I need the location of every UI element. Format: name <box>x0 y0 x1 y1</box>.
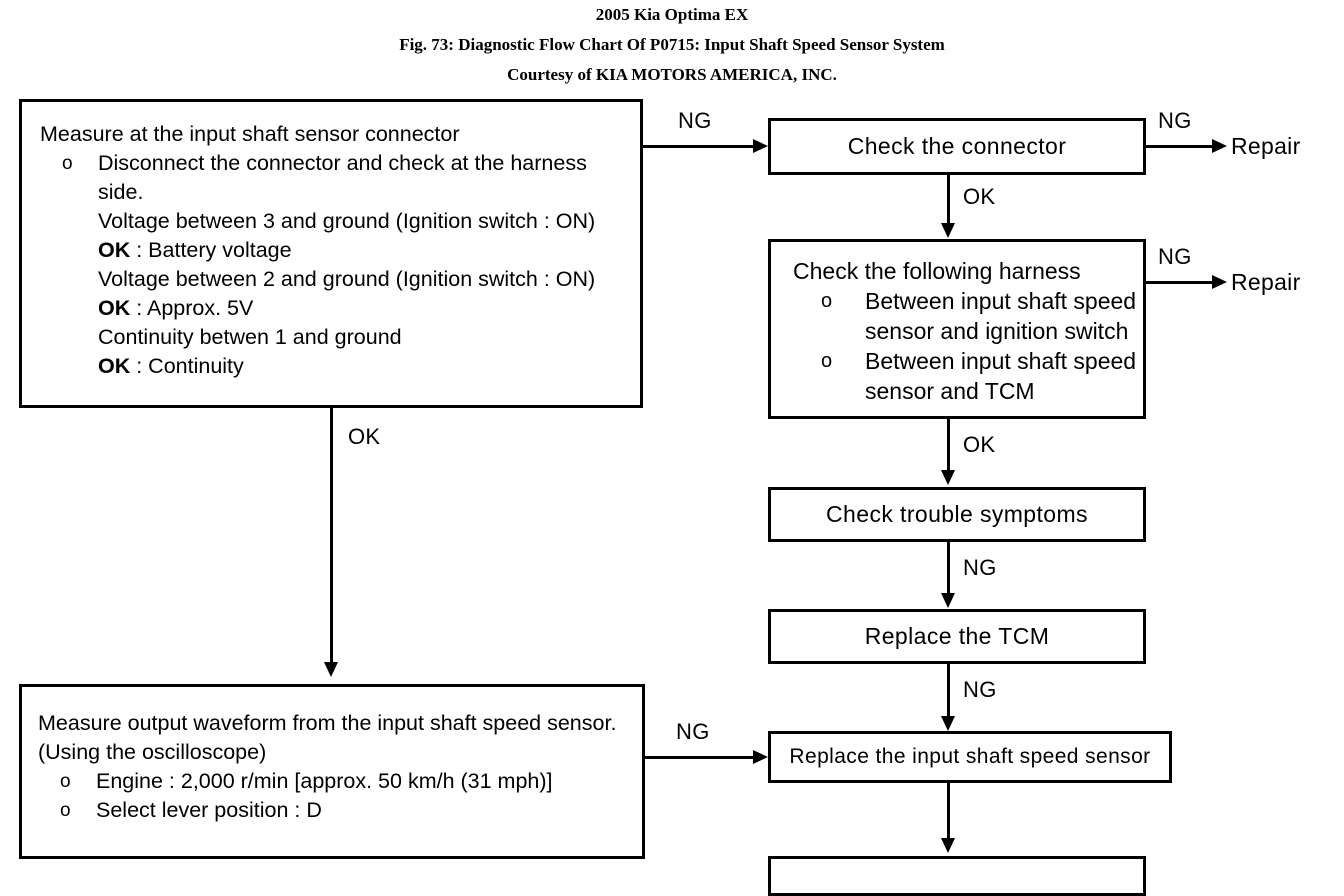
page-header: 2005 Kia Optima EX Fig. 73: Diagnostic F… <box>0 0 1344 90</box>
connector-check-connector-to-repair <box>1146 145 1214 148</box>
ok-5v-value: : Approx. 5V <box>130 296 254 320</box>
edge-label-ng-5: NG <box>963 677 997 702</box>
waveform-line-2: (Using the oscilloscope) <box>38 740 267 764</box>
arrowhead-down <box>941 223 955 238</box>
bullet-icon: o <box>60 771 71 792</box>
edge-label-ok-2: OK <box>963 432 996 457</box>
connector-waveform-to-replace-sensor <box>645 756 753 759</box>
measure-continuity: Continuity betwen 1 and ground <box>98 325 402 349</box>
node-replace-input-shaft-speed-sensor-label: Replace the input shaft speed sensor <box>789 745 1151 768</box>
node-replace-the-tcm-body: Replace the TCM <box>771 612 1143 661</box>
bullet-icon: o <box>821 290 833 312</box>
ok-continuity-value: : Continuity <box>130 354 244 378</box>
waveform-line-1: Measure output waveform from the input s… <box>38 711 617 735</box>
header-title-courtesy: Courtesy of KIA MOTORS AMERICA, INC. <box>507 65 837 84</box>
ok-battery-value: : Battery voltage <box>130 238 292 262</box>
connector-check-connector-to-harness <box>947 175 950 225</box>
harness-title: Check the following harness <box>793 258 1081 284</box>
harness-bullet-1-text: Between input shaft speed <box>865 288 1137 314</box>
edge-label-ok-1: OK <box>963 184 996 209</box>
connector-harness-to-repair <box>1146 281 1214 284</box>
node-check-trouble-symptoms-body: Check trouble symptoms <box>771 490 1143 539</box>
diagnostic-flow-chart: Measure at the input shaft sensor connec… <box>19 99 1301 896</box>
node-check-following-harness-body: Check the following harness o Between in… <box>771 242 1143 416</box>
waveform-bullet-2: o Select lever position : D <box>38 796 634 825</box>
measure-voltage-2: Voltage between 2 and ground (Ignition s… <box>98 267 596 291</box>
arrowhead-right <box>753 750 768 764</box>
node-check-trouble-symptoms[interactable]: Check trouble symptoms <box>768 487 1146 542</box>
node-check-the-connector-label: Check the connector <box>847 133 1067 159</box>
node-cutoff-bottom-body <box>771 859 1143 893</box>
bullet-icon: o <box>60 800 71 821</box>
harness-bullet-1-cont: sensor and ignition switch <box>865 318 1129 344</box>
arrowhead-right <box>1212 275 1227 289</box>
harness-bullet-1: o Between input shaft speed <box>793 286 1137 316</box>
node-replace-the-tcm-label: Replace the TCM <box>864 623 1050 649</box>
node-replace-the-tcm[interactable]: Replace the TCM <box>768 609 1146 664</box>
node-check-the-connector[interactable]: Check the connector <box>768 118 1146 175</box>
arrowhead-down <box>941 838 955 853</box>
harness-bullet-2: o Between input shaft speed <box>793 346 1137 376</box>
bullet-icon: o <box>821 350 833 372</box>
edge-label-ok-3: OK <box>348 424 381 449</box>
ok-keyword: OK <box>98 354 131 378</box>
connector-measure-to-check-connector <box>643 145 753 148</box>
bullet-icon: o <box>62 153 73 174</box>
header-title-vehicle: 2005 Kia Optima EX <box>595 5 749 24</box>
terminal-repair-2: Repair <box>1231 269 1301 295</box>
node-measure-output-waveform-body: Measure output waveform from the input s… <box>22 687 642 856</box>
harness-bullet-2-cont: sensor and TCM <box>865 378 1035 404</box>
node-check-following-harness[interactable]: Check the following harness o Between in… <box>768 239 1146 419</box>
node-check-the-connector-body: Check the connector <box>771 121 1143 172</box>
waveform-bullet-1-text: Engine : 2,000 r/min [approx. 50 km/h (3… <box>96 769 553 793</box>
node-measure-at-connector-body: Measure at the input shaft sensor connec… <box>22 102 640 405</box>
measure-bullet-1-text: Disconnect the connector and check at th… <box>98 151 587 175</box>
measure-voltage-3: Voltage between 3 and ground (Ignition s… <box>98 209 596 233</box>
ok-keyword: OK <box>98 238 131 262</box>
node-measure-output-waveform[interactable]: Measure output waveform from the input s… <box>19 684 645 859</box>
measure-title: Measure at the input shaft sensor connec… <box>40 122 460 146</box>
node-check-trouble-symptoms-label: Check trouble symptoms <box>826 501 1088 527</box>
measure-bullet-1: o Disconnect the connector and check at … <box>40 149 626 178</box>
connector-trouble-symptoms-to-replace-tcm <box>947 542 950 595</box>
terminal-repair-1: Repair <box>1231 133 1301 159</box>
measure-ok-battery: OK : Battery voltage <box>40 236 626 265</box>
node-replace-input-shaft-speed-sensor-body: Replace the input shaft speed sensor <box>771 734 1169 780</box>
edge-label-ng-4: NG <box>963 555 997 580</box>
harness-bullet-2-text: Between input shaft speed <box>865 348 1137 374</box>
waveform-bullet-1: o Engine : 2,000 r/min [approx. 50 km/h … <box>38 767 634 796</box>
connector-measure-to-waveform <box>330 408 333 664</box>
ok-keyword: OK <box>98 296 131 320</box>
waveform-bullet-2-text: Select lever position : D <box>96 798 322 822</box>
edge-label-ng-6: NG <box>676 719 710 744</box>
connector-harness-to-trouble-symptoms <box>947 419 950 472</box>
edge-label-ng-2: NG <box>1158 108 1192 133</box>
connector-replace-tcm-to-replace-sensor <box>947 664 950 718</box>
connector-replace-sensor-to-cutoff <box>947 783 950 840</box>
edge-label-ng-3: NG <box>1158 244 1192 269</box>
arrowhead-down <box>941 593 955 608</box>
measure-ok-continuity: OK : Continuity <box>40 352 626 381</box>
edge-label-ng-1: NG <box>678 108 712 133</box>
node-cutoff-bottom[interactable] <box>768 856 1146 896</box>
arrowhead-down <box>324 662 338 677</box>
arrowhead-right <box>1212 139 1227 153</box>
arrowhead-right <box>753 139 768 153</box>
node-measure-at-connector[interactable]: Measure at the input shaft sensor connec… <box>19 99 643 408</box>
arrowhead-down <box>941 470 955 485</box>
measure-bullet-1-cont: side. <box>98 180 144 204</box>
node-replace-input-shaft-speed-sensor[interactable]: Replace the input shaft speed sensor <box>768 731 1172 783</box>
measure-ok-5v: OK : Approx. 5V <box>40 294 626 323</box>
arrowhead-down <box>941 716 955 731</box>
header-title-figure: Fig. 73: Diagnostic Flow Chart Of P0715:… <box>399 35 945 54</box>
